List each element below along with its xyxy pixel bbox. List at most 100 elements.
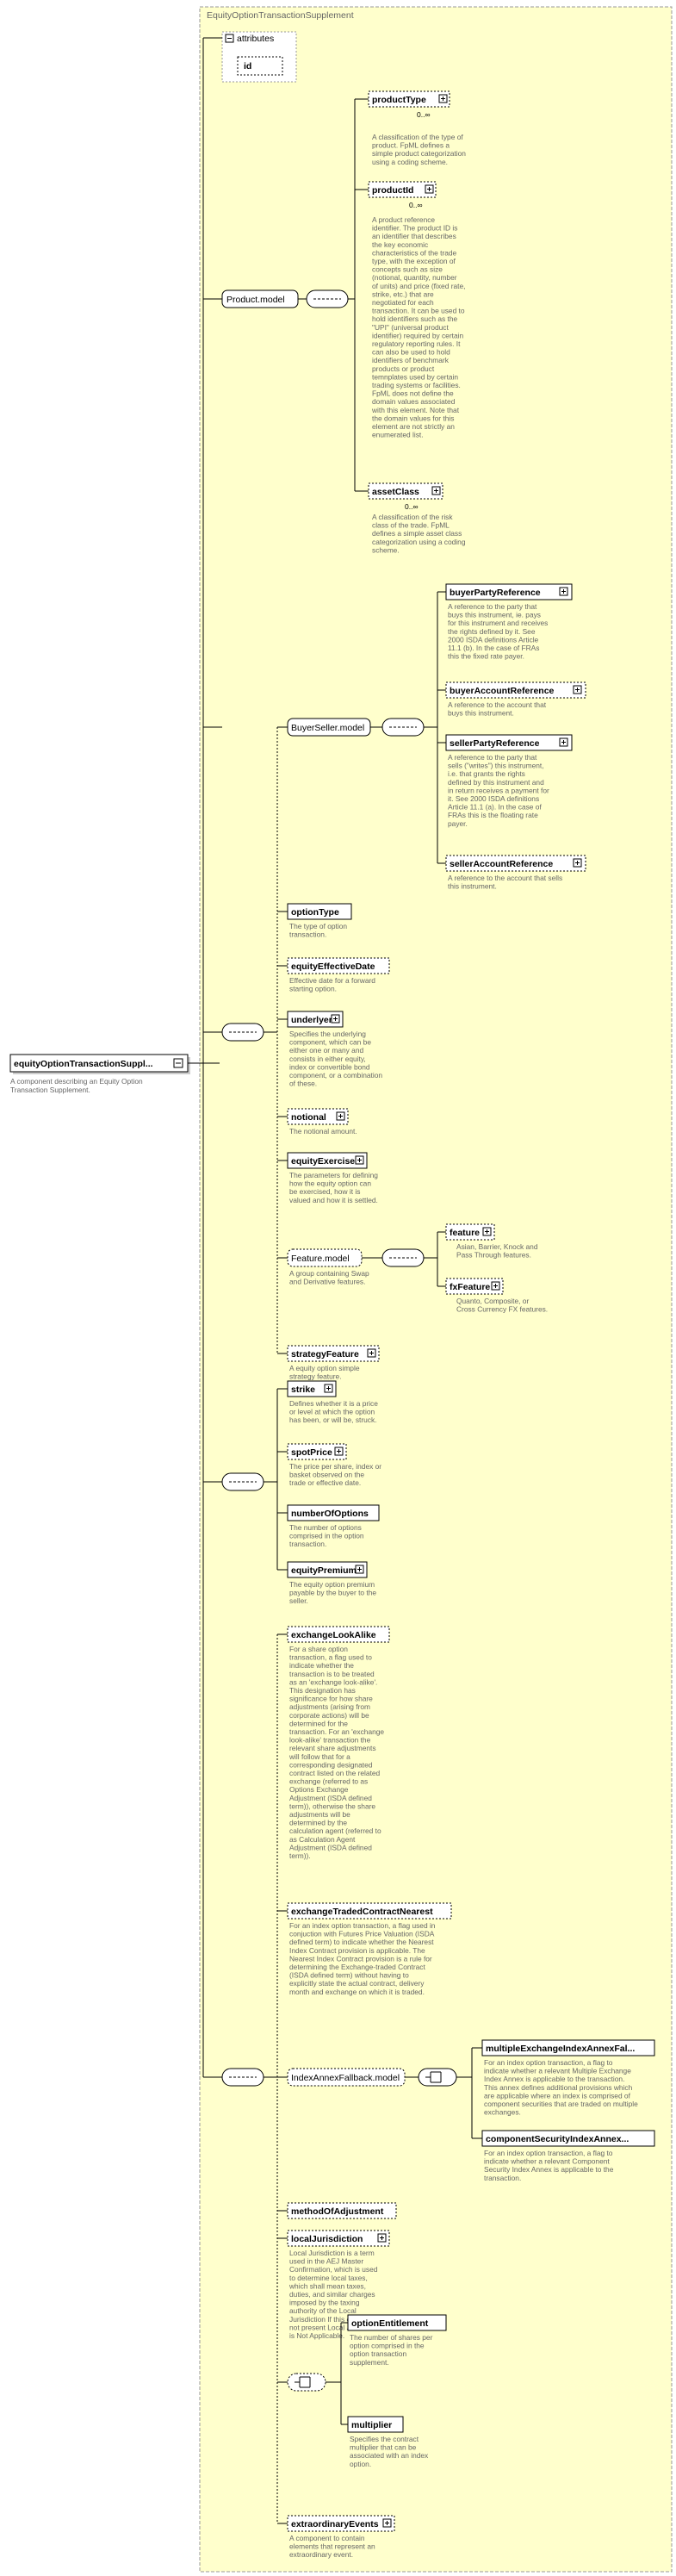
doc-exchangeLookAlike-line: will follow that for a [288, 1752, 350, 1761]
productType-element[interactable]: productType [368, 90, 450, 108]
plus-icon [561, 740, 566, 744]
doc-exchangeLookAlike-line: corresponding designated [289, 1760, 373, 1769]
doc-exchangeLookAlike-line: Adjustment (ISDA defined [289, 1794, 372, 1802]
assetClass-element[interactable]: assetClass [368, 482, 443, 500]
doc-localJurisdiction-line: duties, and similar charges [289, 2290, 375, 2299]
doc-optionType-line: transaction. [289, 930, 326, 939]
doc-sellerPartyReference-line: FRAs this is the floating rate [448, 811, 538, 819]
doc-exchangeLookAlike-line: term)), otherwise the share [289, 1801, 375, 1810]
productId-card: 0..∞ [409, 201, 423, 209]
fxFeature-element[interactable]: fxFeature [445, 1278, 504, 1295]
equityEffectiveDate-element[interactable]: equityEffectiveDate [287, 957, 390, 974]
doc-localJurisdiction-line: to determine local taxes, [289, 2274, 368, 2282]
underlyer-element[interactable]: underlyer [287, 1011, 344, 1028]
sellerAccountReference-element[interactable]: sellerAccountReference [445, 855, 586, 872]
index-annex-model-label: IndexAnnexFallback.model [291, 2073, 400, 2083]
doc-multipleExchange-line: For an index option transaction, a flag … [484, 2058, 613, 2067]
doc-exchangeLookAlike-line: indicate whether the [289, 1661, 354, 1670]
doc-productId-line: enumerated list. [372, 431, 424, 439]
buyerPartyReference-element[interactable]: buyerPartyReference [445, 583, 573, 600]
doc-buyerPartyReference-line: buys this instrument, ie. pays [448, 611, 541, 619]
doc-exchangeLookAlike-line: as an 'exchange look-alike'. [289, 1677, 377, 1686]
doc-exchangeLookAlike-line: calculation agent (referred to [289, 1826, 381, 1835]
doc-optionType-line: The type of option [289, 922, 347, 930]
equityPremium-element[interactable]: equityPremium [287, 1561, 368, 1578]
doc-multipleExchange-line: exchanges. [484, 2108, 521, 2117]
option-choice[interactable] [287, 2373, 326, 2392]
fxFeature-label: fxFeature [450, 1282, 490, 1292]
index-annex-choice[interactable] [418, 2068, 457, 2087]
feature-label: feature [450, 1228, 480, 1238]
notional-element[interactable]: notional [287, 1108, 349, 1125]
doc-equityPremium-line: The equity option premium [289, 1580, 375, 1589]
attribute-id[interactable] [237, 56, 283, 76]
plus-icon [338, 1114, 343, 1118]
numberOfOptions-element[interactable]: numberOfOptions [287, 1504, 380, 1521]
plus-icon [385, 2521, 389, 2525]
buyerAccountReference-element[interactable]: buyerAccountReference [445, 681, 586, 699]
spotPrice-element[interactable]: spotPrice [287, 1443, 347, 1460]
doc-productId-line: hold identifiers such as the [372, 314, 458, 323]
doc-multiplier-line: multiplier that can be [350, 2443, 417, 2452]
doc-exchangeLookAlike-line: significance for how share [289, 1695, 373, 1703]
doc-extraordinaryEvents-line: elements that represent an [289, 2542, 375, 2551]
plus-icon [337, 1449, 341, 1453]
multiplier-element[interactable]: multiplier [347, 2416, 404, 2433]
doc-feature-model-line: and Derivative features. [289, 1278, 365, 1286]
equityPremium-label: equityPremium [291, 1565, 357, 1576]
exchangeLookAlike-element[interactable]: exchangeLookAlike [287, 1626, 390, 1643]
feature-model-group[interactable] [287, 1248, 363, 1267]
productType-label: productType [372, 95, 426, 105]
doc-localJurisdiction-line: used in the AEJ Master [289, 2257, 363, 2266]
strategyFeature-element[interactable]: strategyFeature [287, 1345, 380, 1362]
doc-productId-line: temnplates used by certain [372, 372, 458, 381]
doc-productId-line: an identifier that describes [372, 232, 456, 240]
exchangeTradedContractNearest-element[interactable]: exchangeTradedContractNearest [287, 1902, 452, 1920]
doc-exchangeTradedContractNearest-line: For an index option transaction, a flag … [289, 1921, 436, 1930]
doc-componentSecurity-line: For an index option transaction, a flag … [484, 2149, 613, 2157]
doc-componentSecurity-line: transaction. [484, 2174, 521, 2182]
plus-icon [369, 1351, 374, 1355]
doc-spotPrice-line: trade or effective date. [289, 1478, 361, 1487]
componentSecurityIndexAnnexFallback-label: componentSecurityIndexAnnex... [486, 2134, 629, 2144]
productType-doc: A classification of the type ofproduct. … [372, 133, 466, 166]
sellerPartyReference-element[interactable]: sellerPartyReference [445, 734, 573, 751]
strike-element[interactable]: strike [287, 1380, 337, 1397]
doc-productId-line: with this element. Note that [371, 406, 460, 414]
extraordinaryEvents-element[interactable]: extraordinaryEvents [287, 2515, 395, 2532]
type-title: EquityOptionTransactionSupplement [207, 10, 354, 21]
equityExercise-element[interactable]: equityExercise [287, 1152, 368, 1169]
doc-localJurisdiction-line: is Not Applicable. [289, 2331, 344, 2340]
methodOfAdjustment-element[interactable]: methodOfAdjustment [287, 2202, 397, 2219]
multipleExchangeIndexAnnexFallback-element[interactable]: multipleExchangeIndexAnnexFal... [481, 2039, 655, 2056]
doc-productId-line: of units) and price (fixed rate, [372, 282, 465, 290]
doc-productId-line: strike, etc.) that are [372, 289, 434, 298]
doc-equityPremium-line: payable by the buyer to the [289, 1589, 376, 1597]
feature-element[interactable]: feature [445, 1223, 495, 1241]
doc-productId-line: FpML does not define the [372, 389, 454, 398]
doc-numberOfOptions-line: comprised in the option [289, 1532, 364, 1540]
doc-multipleExchange-line: This annex defines additional provisions… [484, 2083, 633, 2092]
productId-element[interactable]: productId [368, 181, 437, 198]
doc-assetClass-line: categorization using a coding [372, 538, 466, 546]
optionType-element[interactable]: optionType [287, 903, 352, 920]
componentSecurityIndexAnnexFallback-element[interactable]: componentSecurityIndexAnnex... [481, 2130, 655, 2147]
doc-multipleExchange-line: indicate whether a relevant Multiple Exc… [484, 2067, 631, 2075]
doc-feature-line: Asian, Barrier, Knock and [456, 1242, 538, 1251]
doc-fxFeature-line: Cross Currency FX features. [456, 1305, 548, 1314]
plus-icon [493, 1284, 498, 1288]
sellerAccountReference-label: sellerAccountReference [450, 859, 553, 869]
root-element-label: equityOptionTransactionSuppl... [14, 1059, 153, 1069]
optionEntitlement-element[interactable]: optionEntitlement [347, 2314, 447, 2331]
doc-productId-line: trading systems or facilities. [372, 381, 461, 389]
equityExercise-label: equityExercise [291, 1156, 355, 1167]
localJurisdiction-element[interactable]: localJurisdiction [287, 2230, 390, 2247]
doc-equityExercise-line: how the equity option can [289, 1179, 371, 1188]
doc-exchangeTradedContractNearest-line: Index Contract provision is applicable. … [289, 1946, 425, 1955]
plus-icon [333, 1017, 338, 1021]
